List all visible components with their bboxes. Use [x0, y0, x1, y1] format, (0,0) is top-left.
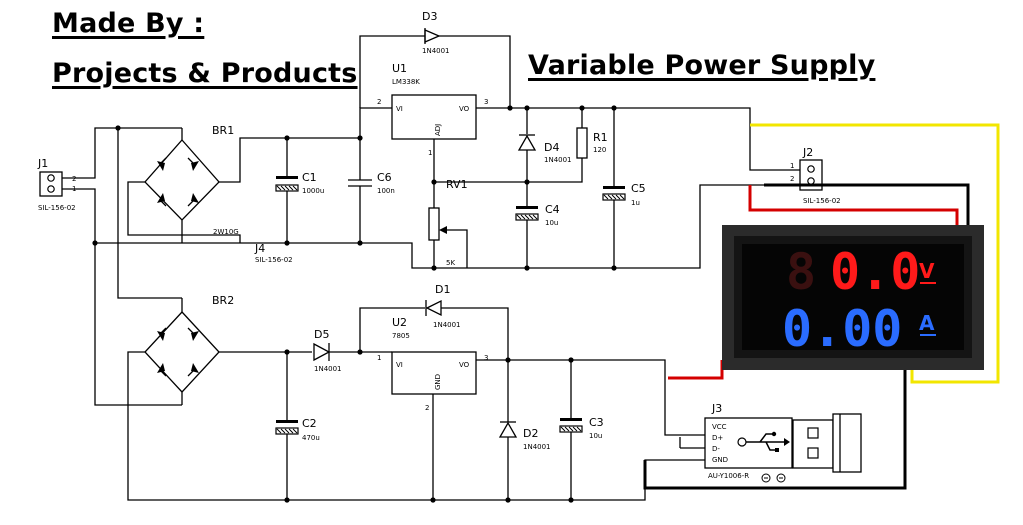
rv1-ref: RV1: [446, 178, 468, 191]
c4-ref: C4: [545, 203, 560, 216]
capacitor-c2: C2 470u: [275, 352, 320, 500]
j2-pin1: 1: [790, 162, 794, 170]
c1-value: 1000u: [302, 187, 324, 195]
capacitor-c6: C6 100n: [348, 138, 395, 243]
capacitor-c3: C3 10u: [559, 360, 604, 500]
c5-value: 1u: [631, 199, 640, 207]
j4-value: SIL-156-02: [255, 256, 293, 264]
voltage-unit: V: [919, 259, 935, 283]
u1-pin-adj: 1: [428, 149, 432, 157]
capacitor-c5: C5 1u: [602, 108, 646, 268]
c5-ref: C5: [631, 182, 646, 195]
diode-d3: D3 1N4001: [422, 10, 450, 55]
u2-ref: U2: [392, 316, 407, 329]
bridge-br2: BR2: [144, 294, 234, 405]
u2-value: 7805: [392, 332, 410, 340]
usb-connector-j3: VCC D+ D- GND J3 AU-Y1006-R: [704, 402, 862, 483]
j1-pin2: 2: [72, 175, 76, 183]
d5-ref: D5: [314, 328, 329, 341]
j1-ref: J1: [37, 157, 48, 170]
d4-ref: D4: [544, 141, 559, 154]
u2-pin-out: 3: [484, 354, 488, 362]
u1-adj: ADJ: [434, 124, 442, 136]
u1-vi: VI: [396, 105, 403, 113]
project-title: Variable Power Supply: [528, 50, 876, 81]
u1-vo: VO: [459, 105, 470, 113]
regulator-u1: VI VO ADJ 2 3 1 U1 LM338K: [377, 62, 488, 157]
c2-value: 470u: [302, 434, 320, 442]
capacitor-c1: C1 1000u: [275, 138, 324, 243]
u2-pin-gnd: 2: [425, 404, 429, 412]
u2-gnd: GND: [434, 374, 442, 390]
volt-amp-meter: 8 0.0 V 0.00 A: [722, 225, 984, 370]
j4-ref: J4: [254, 242, 265, 255]
d5-value: 1N4001: [314, 365, 342, 373]
j3-pin-dplus: D+: [712, 434, 723, 442]
connector-j2: J2 SIL-156-02 1 2: [775, 146, 841, 205]
j3-pin-gnd: GND: [712, 456, 728, 464]
j2-ref: J2: [802, 146, 813, 159]
current-unit: A: [919, 311, 935, 335]
regulator-u2: VI VO GND 1 3 2 U2 7805: [377, 316, 488, 412]
j2-value: SIL-156-02: [803, 197, 841, 205]
d2-ref: D2: [523, 427, 538, 440]
j3-ref: J3: [711, 402, 722, 415]
diode-d1: D1 1N4001: [425, 283, 461, 329]
d3-ref: D3: [422, 10, 437, 23]
br2-ref: BR2: [212, 294, 234, 307]
c6-value: 100n: [377, 187, 395, 195]
voltage-dim-digit: 8: [786, 243, 816, 301]
made-by-title: Made By :: [52, 8, 205, 39]
u1-pin-in: 2: [377, 98, 381, 106]
d3-value: 1N4001: [422, 47, 450, 55]
potentiometer-rv1: RV1 5K: [428, 178, 468, 268]
j3-value: AU-Y1006-R: [708, 472, 749, 480]
u1-value: LM338K: [392, 78, 420, 86]
r1-value: 120: [593, 146, 606, 154]
d4-value: 1N4001: [544, 156, 572, 164]
resistor-r1: R1 120: [576, 127, 608, 159]
c2-ref: C2: [302, 417, 317, 430]
c6-ref: C6: [377, 171, 392, 184]
voltage-readout: 0.0: [830, 243, 920, 301]
usb-icon: [737, 431, 790, 452]
c3-ref: C3: [589, 416, 604, 429]
u1-pin-out: 3: [484, 98, 488, 106]
j3-pin-dminus: D-: [712, 445, 720, 453]
diode-d5: D5 1N4001: [313, 328, 342, 373]
current-readout: 0.00: [782, 300, 902, 358]
d2-value: 1N4001: [523, 443, 551, 451]
j3-pin-vcc: VCC: [712, 423, 727, 431]
c1-ref: C1: [302, 171, 317, 184]
br1-ref: BR1: [212, 124, 234, 137]
c3-value: 10u: [589, 432, 602, 440]
diode-d2: D2 1N4001: [498, 360, 551, 500]
u2-vi: VI: [396, 361, 403, 369]
d1-ref: D1: [435, 283, 450, 296]
author-title: Projects & Products: [52, 58, 358, 89]
u2-vo: VO: [459, 361, 470, 369]
r1-ref: R1: [593, 131, 608, 144]
diode-d4: D4 1N4001: [517, 108, 572, 182]
j1-value: SIL-156-02: [38, 204, 76, 212]
c4-value: 10u: [545, 219, 558, 227]
rv1-value: 5K: [446, 259, 455, 267]
j2-pin2: 2: [790, 175, 794, 183]
connector-j1: J1 SIL-156-02 2 1: [37, 157, 76, 212]
capacitor-c4: C4 10u: [515, 182, 560, 268]
br1-value: 2W10G: [213, 228, 239, 236]
u1-ref: U1: [392, 62, 407, 75]
u2-pin-in: 1: [377, 354, 381, 362]
bridge-br1: BR1 2W10G: [144, 124, 239, 243]
d1-value: 1N4001: [433, 321, 461, 329]
